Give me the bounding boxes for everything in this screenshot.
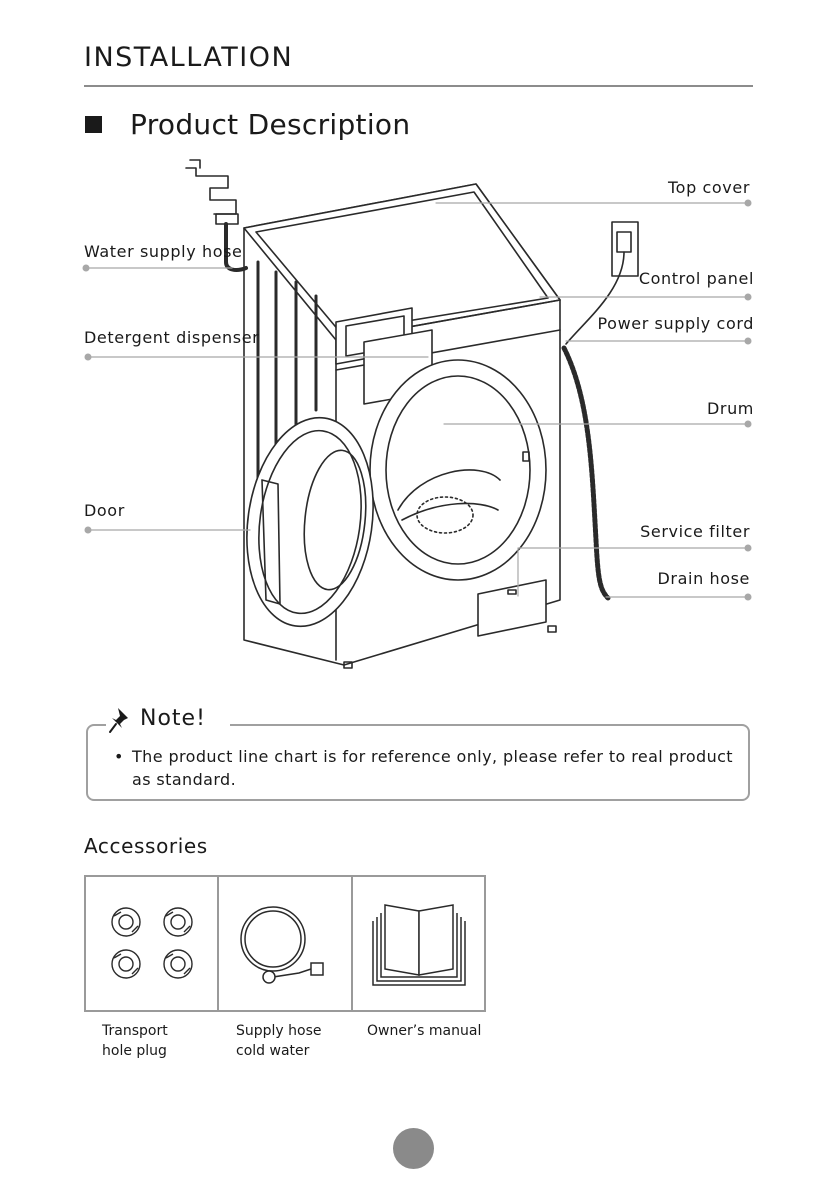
label-service-filter: Service filter <box>640 522 750 541</box>
subtitle-square-bullet <box>85 116 102 133</box>
note-box <box>86 724 750 801</box>
label-control-panel: Control panel <box>638 269 754 288</box>
note-title: Note! <box>140 706 206 731</box>
title-rule <box>84 85 753 87</box>
supply-hose-icon <box>240 906 325 984</box>
accessory-cell-supply-hose <box>219 877 353 1010</box>
label-power-supply-cord: Power supply cord <box>597 314 754 333</box>
accessory-label-line2: hole plug <box>102 1043 167 1059</box>
transport-hole-plug-icon <box>111 907 193 979</box>
label-top-cover: Top cover <box>668 178 750 197</box>
label-drum: Drum <box>706 399 754 418</box>
subsection-title: Product Description <box>130 108 411 141</box>
label-drain-hose: Drain hose <box>657 569 750 588</box>
accessory-label-line1: Owner’s manual <box>367 1023 482 1039</box>
note-text-block: • The product line chart is for referenc… <box>114 745 734 791</box>
note-bullet: • <box>114 747 124 766</box>
accessory-cell-owners-manual <box>353 877 484 1010</box>
label-detergent-dispenser: Detergent dispenser <box>84 328 260 347</box>
accessory-label-line1: Transport <box>102 1023 168 1039</box>
accessory-label-line2: cold water <box>236 1043 310 1059</box>
page-number-dot <box>393 1128 434 1169</box>
note-title-gap <box>106 718 230 730</box>
owners-manual-icon <box>371 904 466 986</box>
accessory-cell-transport-plug <box>86 877 220 1010</box>
section-title: INSTALLATION <box>84 42 294 73</box>
washing-machine-illustration <box>82 159 752 669</box>
pushpin-icon <box>109 708 128 733</box>
label-door: Door <box>84 501 125 520</box>
note-text: The product line chart is for reference … <box>132 747 733 789</box>
accessories-grid <box>84 875 486 1012</box>
accessory-label-transport-plug: Transport hole plug <box>102 1021 222 1061</box>
accessory-label-supply-hose: Supply hose cold water <box>236 1021 356 1061</box>
accessory-label-line1: Supply hose <box>236 1023 322 1039</box>
accessories-title: Accessories <box>84 834 208 858</box>
accessory-label-owners-manual: Owner’s manual <box>367 1021 487 1041</box>
label-water-supply-hose: Water supply hose <box>84 242 243 261</box>
